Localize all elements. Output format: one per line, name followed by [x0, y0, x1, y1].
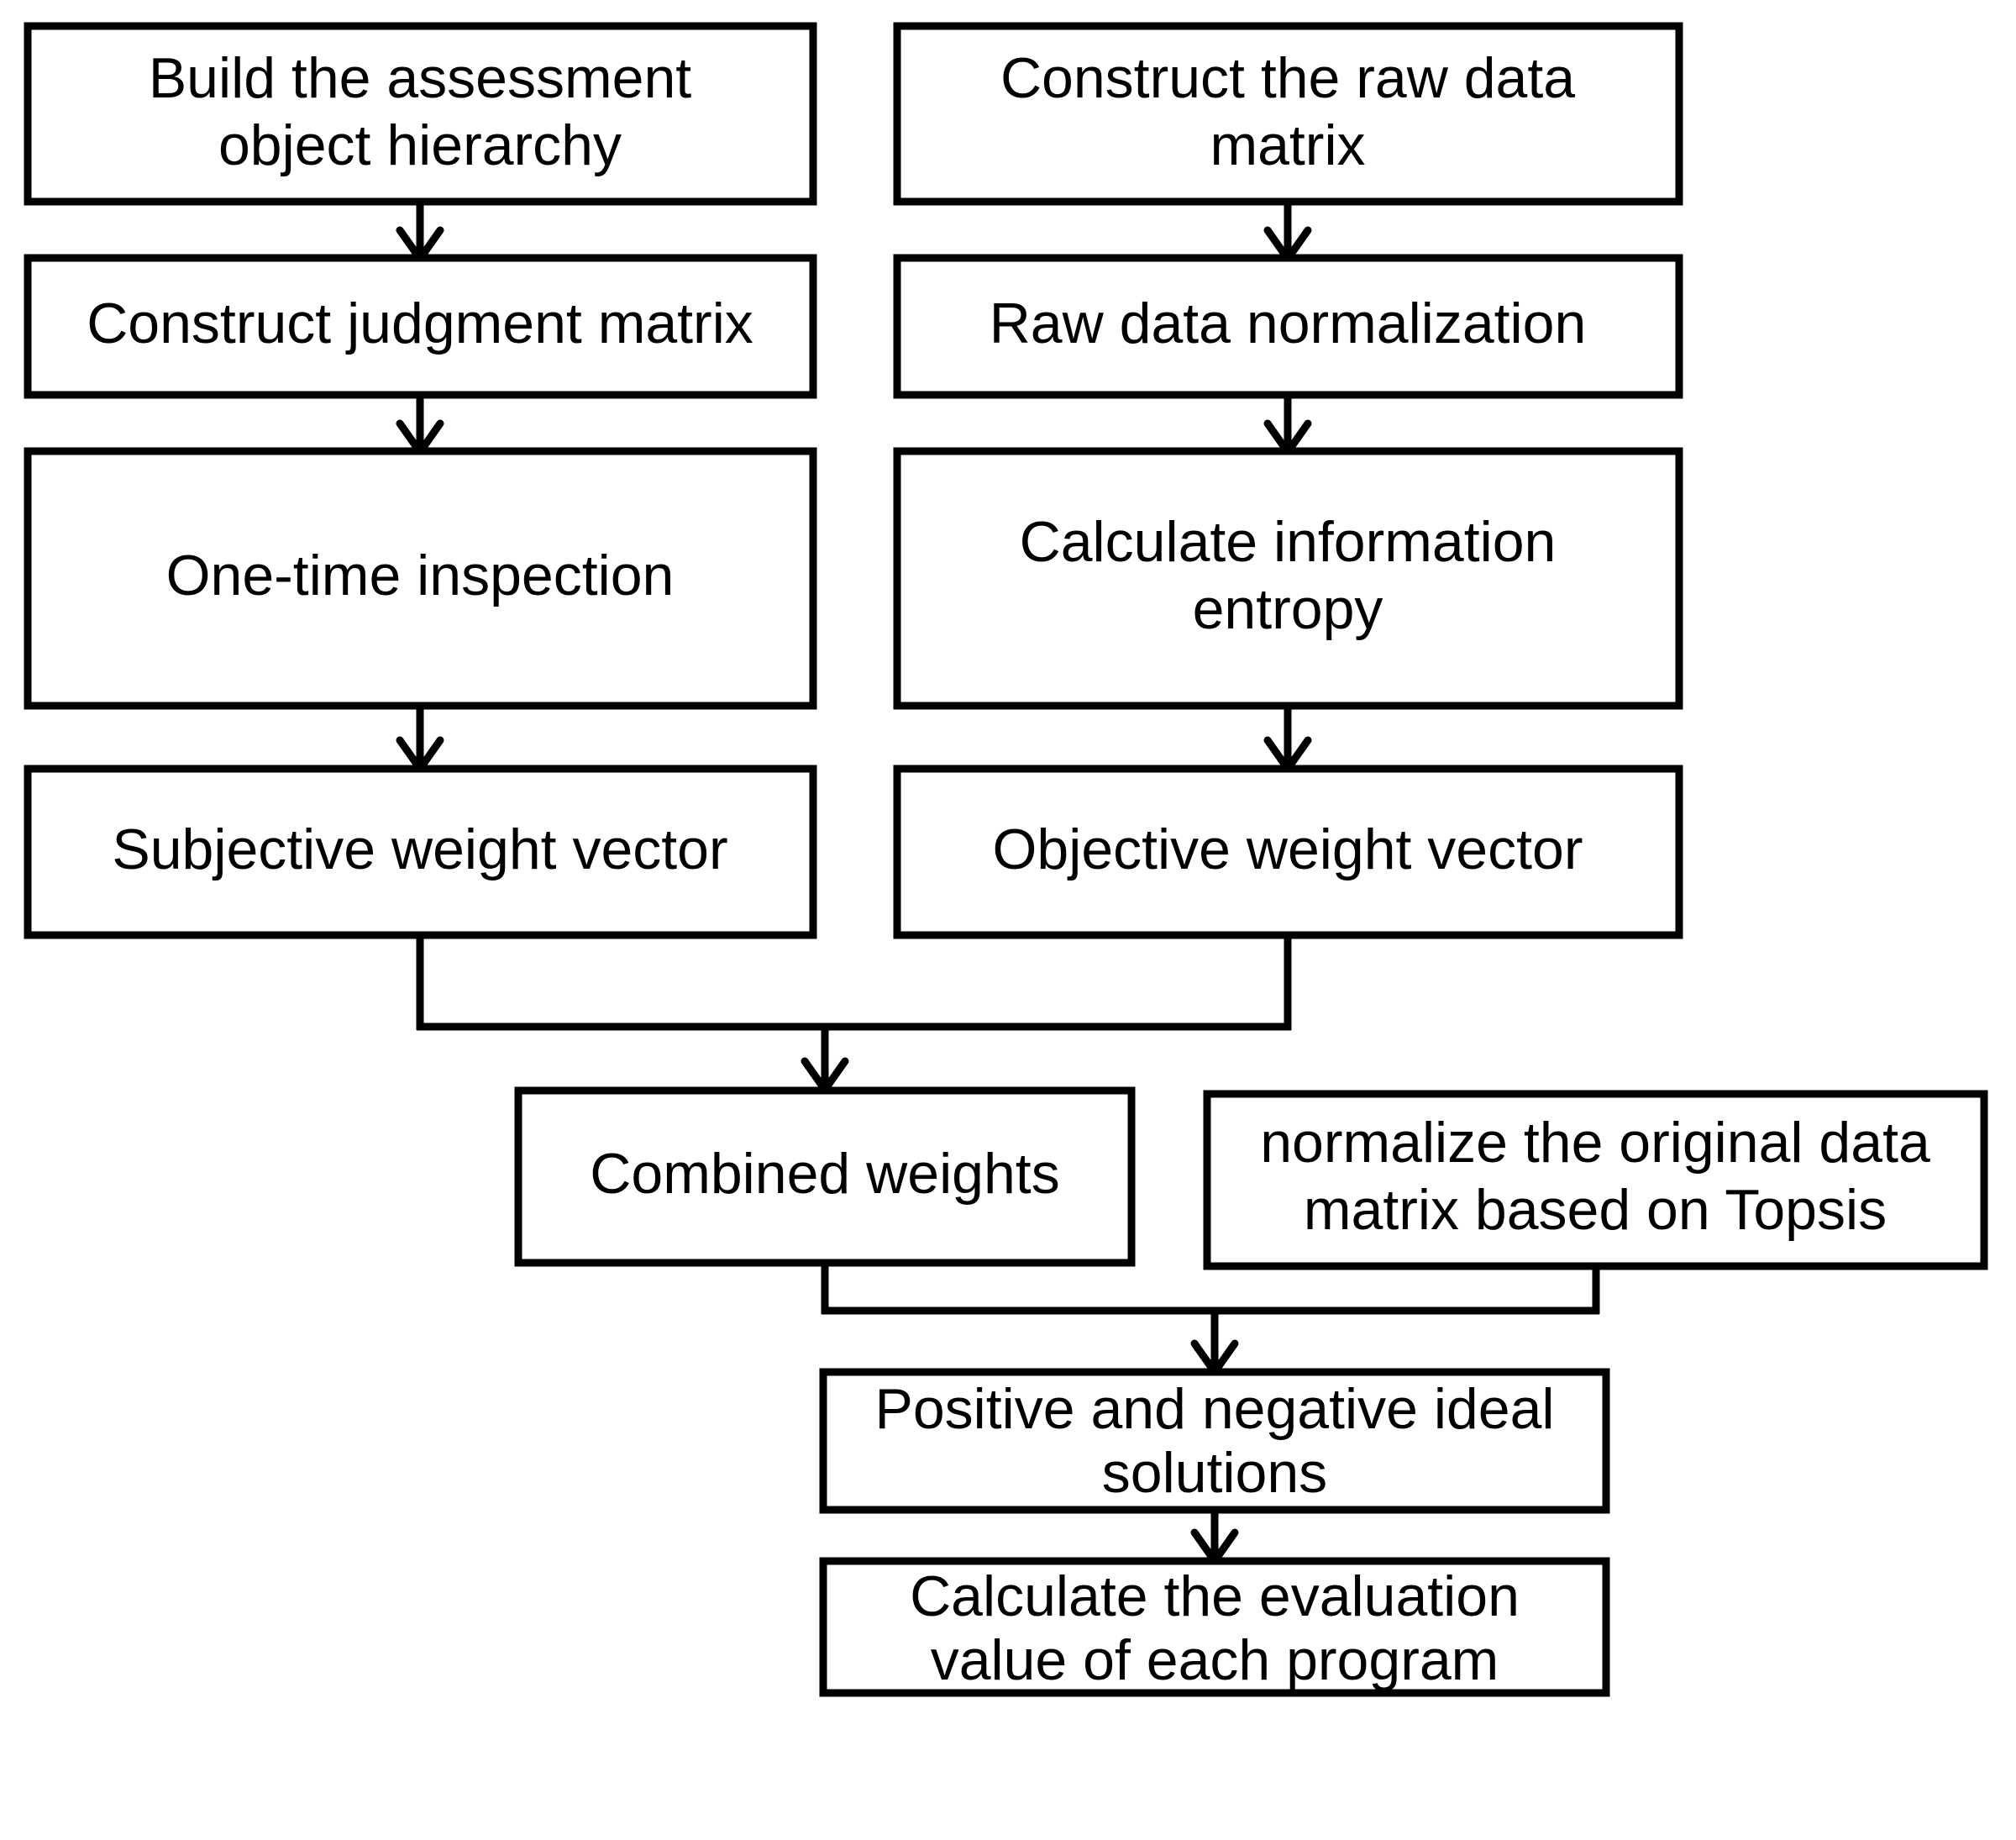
- node-normalize-topsis-line2: matrix based on Topsis: [1304, 1178, 1887, 1242]
- node-build-hierarchy-line2: object hierarchy: [218, 113, 622, 177]
- edge-build-hierarchy-to-construct-judgment-matrix: [396, 202, 444, 263]
- node-normalize-topsis[interactable]: normalize the original data matrix based…: [1203, 1090, 1988, 1270]
- node-one-time-inspection-line1: One-time inspection: [166, 544, 675, 607]
- node-construct-judgment-matrix-line1: Construct judgment matrix: [87, 292, 753, 355]
- node-one-time-inspection[interactable]: One-time inspection: [24, 447, 817, 710]
- node-construct-raw-matrix[interactable]: Construct the raw data matrix: [893, 22, 1683, 206]
- node-calculate-evaluation-value-line1: Calculate the evaluation: [910, 1564, 1520, 1628]
- node-normalize-topsis-line1: normalize the original data: [1260, 1111, 1930, 1175]
- edge-raw-data-normalization-to-calculate-information-entropy: [1263, 395, 1312, 456]
- node-positive-negative-ideal-solutions[interactable]: Positive and negative ideal solutions: [819, 1368, 1610, 1514]
- edge-one-time-inspection-to-subjective-weight-vector: [396, 706, 444, 773]
- node-build-hierarchy-line1: Build the assessment: [149, 46, 691, 110]
- node-construct-judgment-matrix[interactable]: Construct judgment matrix: [24, 254, 817, 399]
- node-combined-weights-line1: Combined weights: [590, 1142, 1059, 1206]
- node-objective-weight-vector[interactable]: Objective weight vector: [893, 765, 1683, 939]
- node-subjective-weight-vector-line1: Subjective weight vector: [112, 817, 727, 881]
- node-construct-raw-matrix-line2: matrix: [1210, 113, 1365, 177]
- node-raw-data-normalization-line1: Raw data normalization: [990, 292, 1587, 355]
- node-calculate-information-entropy-line2: entropy: [1193, 577, 1383, 641]
- edge-ideal-solutions-to-calculate-evaluation-value: [1190, 1510, 1239, 1565]
- node-positive-negative-ideal-solutions-line1: Positive and negative ideal: [875, 1377, 1555, 1441]
- node-calculate-evaluation-value-line2: value of each program: [931, 1628, 1499, 1692]
- edge-construct-raw-matrix-to-raw-data-normalization: [1263, 202, 1312, 263]
- node-raw-data-normalization[interactable]: Raw data normalization: [893, 254, 1683, 399]
- node-subjective-weight-vector[interactable]: Subjective weight vector: [24, 765, 817, 939]
- edge-weights-merge-to-combined-weights: [416, 935, 1292, 1094]
- node-construct-raw-matrix-line1: Construct the raw data: [1000, 46, 1575, 110]
- edge-construct-judgment-matrix-to-one-time-inspection: [396, 395, 444, 456]
- node-positive-negative-ideal-solutions-line2: solutions: [1102, 1441, 1327, 1505]
- node-build-hierarchy[interactable]: Build the assessment object hierarchy: [24, 22, 817, 206]
- node-calculate-information-entropy[interactable]: Calculate information entropy: [893, 447, 1683, 710]
- edge-combined-and-topsis-merge-to-ideal-solutions: [821, 1263, 1600, 1376]
- node-calculate-evaluation-value[interactable]: Calculate the evaluation value of each p…: [819, 1557, 1610, 1697]
- node-combined-weights[interactable]: Combined weights: [514, 1086, 1136, 1267]
- node-calculate-information-entropy-line1: Calculate information: [1020, 510, 1557, 574]
- node-objective-weight-vector-line1: Objective weight vector: [993, 817, 1583, 881]
- edge-calculate-information-entropy-to-objective-weight-vector: [1263, 706, 1312, 773]
